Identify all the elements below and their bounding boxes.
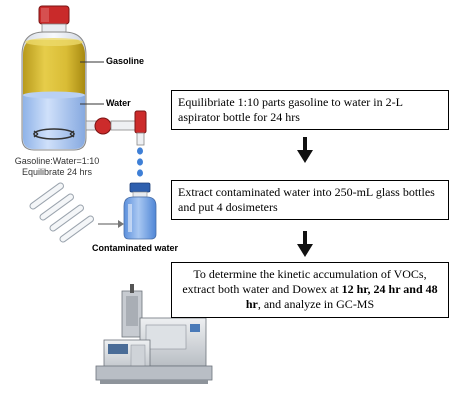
equilibrate-time-label: Equilibrate 24 hrs [21, 167, 93, 177]
step-3-text-before: To determine the kinetic accumulation of… [182, 267, 427, 296]
stopcock-icon [94, 110, 147, 146]
ratio-label: Gasoline:Water=1:10 [14, 156, 100, 166]
water-label: Water [106, 98, 131, 108]
flow-arrow-1 [297, 137, 313, 163]
step-2-box: Extract contaminated water into 250-mL g… [171, 180, 449, 220]
tubes-to-bottle-arrow [98, 220, 124, 228]
gc-ms-instrument-icon [95, 284, 213, 384]
step-2-text: Extract contaminated water into 250-mL g… [178, 185, 435, 214]
dosimeter-tubes-icon [29, 182, 95, 243]
step-1-text: Equilibriate 1:10 parts gasoline to wate… [178, 95, 403, 124]
water-droplets [137, 147, 143, 177]
step-3-text-after: , and analyze in GC-MS [257, 297, 375, 311]
step-3-box: To determine the kinetic accumulation of… [171, 262, 449, 318]
step-3-timepoints: 12 hr, 24 hr and 48 hr [245, 282, 438, 311]
contaminated-water-label: Contaminated water [92, 243, 179, 253]
step-1-box: Equilibriate 1:10 parts gasoline to wate… [171, 90, 449, 130]
aspirator-bottle-icon [21, 5, 101, 151]
sample-bottle-icon [123, 182, 157, 240]
flow-arrow-2 [297, 231, 313, 257]
gasoline-label: Gasoline [106, 56, 145, 66]
